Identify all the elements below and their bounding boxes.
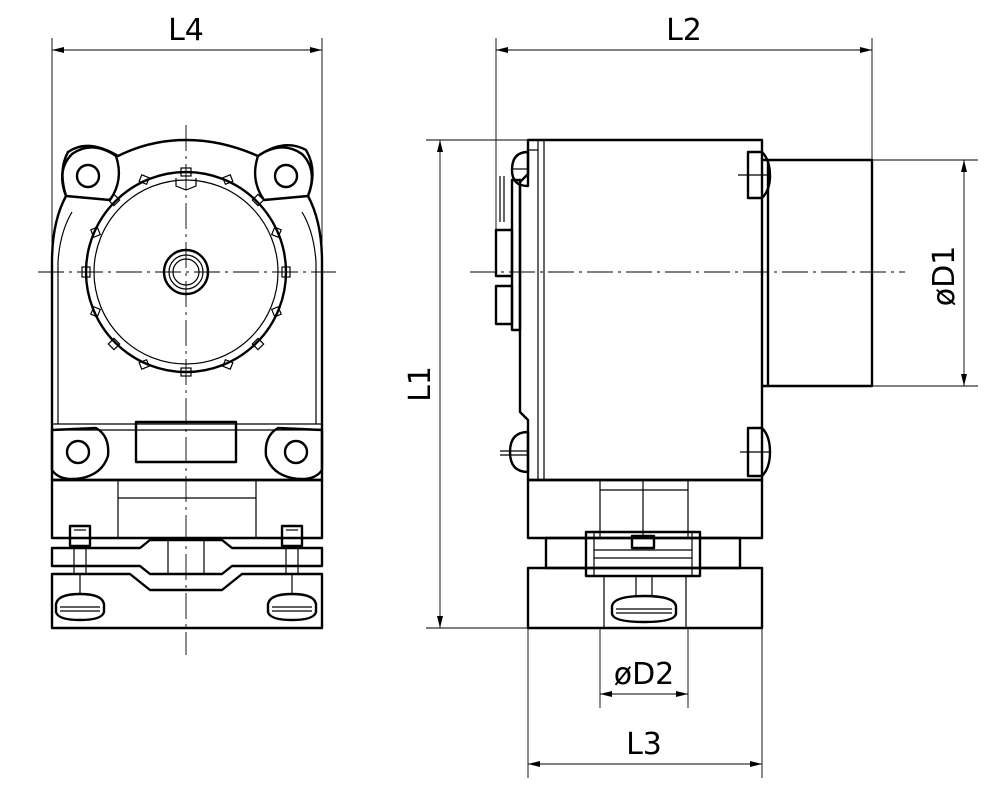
front-view: L4: [38, 13, 336, 655]
slot-screw-icon: [54, 592, 106, 622]
side-screw-top-right: [738, 150, 772, 200]
motor-body-side: [518, 138, 764, 482]
round-cover: [81, 167, 291, 377]
shaft-housing-d1: [760, 158, 874, 388]
dimension-l3: L3: [527, 628, 763, 778]
nameplate: [134, 420, 238, 464]
slot-screw-icon: [266, 592, 318, 622]
dimension-label-l3: L3: [626, 727, 662, 762]
front-gearbox: [50, 478, 324, 576]
dimension-l1: L1: [403, 139, 528, 629]
slot-screw-icon: [610, 594, 678, 624]
dimension-label-l4: L4: [168, 13, 204, 48]
screw-icon: [75, 163, 101, 189]
top-right-lug: [253, 146, 314, 202]
dimension-l2: L2: [495, 13, 873, 232]
dimension-d1: øD1: [872, 159, 978, 387]
screw-icon: [273, 163, 299, 189]
dimension-label-d1: øD1: [927, 246, 962, 307]
side-screw-bottom-right: [740, 426, 772, 478]
bottom-left-lug: [50, 426, 110, 481]
side-gearbox: [526, 478, 764, 578]
screw-icon: [65, 439, 91, 465]
shaft-boss: [162, 248, 210, 296]
dimension-label-l2: L2: [666, 13, 702, 48]
side-view: L2 L1 øD1 øD2 L3: [403, 13, 978, 778]
dimension-label-l1: L1: [403, 366, 438, 402]
side-screw-bottom-left: [500, 430, 530, 474]
dimension-label-d2: øD2: [614, 657, 675, 692]
bottom-right-lug: [264, 426, 324, 481]
side-screw-top-left: [510, 150, 530, 188]
top-left-lug: [60, 146, 121, 202]
dimension-l4: L4: [51, 13, 323, 262]
side-base: [526, 566, 764, 630]
screw-icon: [283, 439, 309, 465]
dimension-d2: øD2: [599, 628, 689, 708]
front-base: [50, 572, 324, 630]
